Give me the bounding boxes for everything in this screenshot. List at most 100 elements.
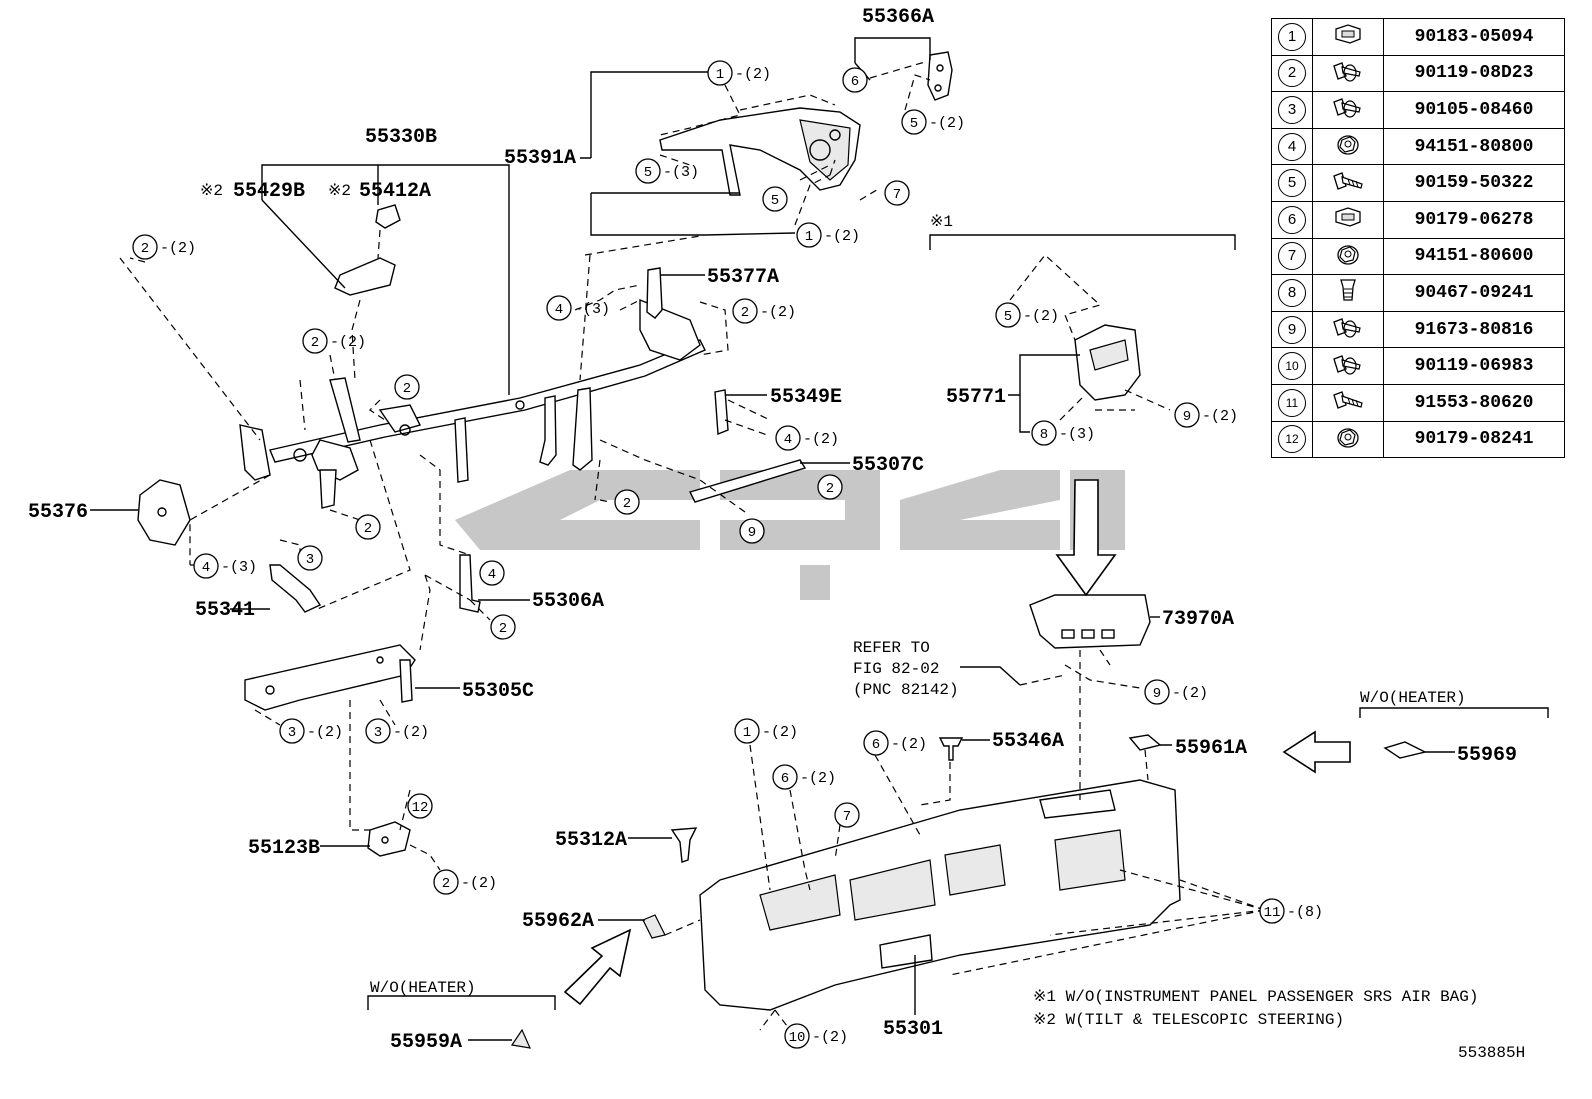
callout-circle — [995, 302, 1021, 328]
ref-mark-1: ※1 — [930, 213, 953, 231]
u-nut-icon — [1312, 200, 1384, 239]
notes: REFER TO FIG 82-02 (PNC 82142) W/O(HEATE… — [370, 639, 1525, 1062]
callout-number: 2 — [311, 335, 319, 351]
legend-part-number: 90105-08460 — [1383, 91, 1565, 129]
callout-circle — [365, 718, 391, 744]
legend-number-cell: 8 — [1271, 274, 1313, 312]
callout-circle — [834, 802, 860, 828]
stopper-55412A-drawing — [375, 204, 401, 229]
legend-number: 4 — [1278, 132, 1306, 161]
part-label-55301: 55301 — [883, 1018, 943, 1041]
callout-circle — [863, 730, 889, 756]
part-label-55312A: 55312A — [555, 829, 627, 852]
callout-2: 2 — [817, 474, 843, 500]
callout-12: 12 — [407, 793, 433, 819]
callout-number: 2 — [442, 876, 450, 892]
callout-quantity: -(2) — [812, 1029, 848, 1046]
callout-circle — [297, 545, 323, 571]
callout-circle — [302, 328, 328, 354]
legend-part-number: 91673-80816 — [1383, 310, 1565, 349]
brace-55341-drawing — [269, 564, 322, 613]
bolt-icon — [1312, 383, 1384, 422]
refer-note-line3: (PNC 82142) — [853, 681, 959, 699]
pad-55961A-drawing — [1128, 734, 1162, 751]
wo-heater-header-top: W/O(HEATER) — [1360, 689, 1466, 707]
callout-number: 5 — [910, 116, 918, 132]
part-label-55391A: 55391A — [504, 147, 576, 170]
callout-4: 4 -(3) — [546, 295, 610, 321]
callout-4: 4-(2) — [775, 425, 839, 451]
callout-number: 2 — [499, 621, 507, 637]
callout-number: 2 — [623, 496, 631, 512]
leader-lines — [90, 37, 1549, 1041]
part-label-55341: 55341 — [195, 599, 255, 622]
callout-number: 6 — [851, 74, 859, 90]
flange-bolt-icon — [1312, 54, 1384, 93]
callout-circle — [707, 60, 733, 86]
callout-5: 5-(3) — [635, 158, 699, 184]
callout-circle — [1174, 402, 1200, 428]
part-label-55307C: 55307C — [852, 454, 924, 477]
bolt-icon — [1312, 164, 1384, 202]
ref-mark-2b: ※2 — [328, 182, 351, 200]
callout-circle — [762, 186, 788, 212]
callout-quantity: -(2) — [307, 724, 343, 741]
callout-number: 9 — [1153, 686, 1161, 702]
callout-quantity: -(3) — [574, 301, 610, 318]
callout-6: 6 — [842, 67, 868, 93]
legend-part-number: 94151-80600 — [1383, 237, 1565, 276]
part-label-55771: 55771 — [946, 386, 1006, 409]
part-label-55123B: 55123B — [248, 837, 320, 860]
callout-number: 12 — [412, 800, 429, 816]
legend-number-cell: 4 — [1271, 127, 1313, 166]
brace-55305C-drawing — [244, 644, 416, 711]
callout-group: 1 -(2) 5 -(2) 6 5-(3) 5 7 1 -(2) 2 -(2) 2 -(2) 2 4 -(3) 2… — [132, 60, 1323, 1049]
legend-row: 3 90105-08460 — [1271, 91, 1565, 129]
callout-number: 4 — [555, 302, 563, 318]
part-label-55969: 55969 — [1457, 744, 1517, 767]
callout-number: 10 — [789, 1030, 806, 1046]
legend-row: 5 90159-50322 — [1271, 164, 1565, 202]
callout-number: 1 — [743, 725, 751, 741]
callout-quantity: -(2) — [800, 770, 836, 787]
callout-quantity: -(2) — [803, 431, 839, 448]
callout-number: 2 — [364, 521, 372, 537]
legend-number: 7 — [1278, 242, 1306, 271]
callout-number: 9 — [1183, 409, 1191, 425]
callout-3: 3-(2) — [279, 718, 343, 744]
legend-number: 2 — [1278, 59, 1306, 88]
legend-number: 6 — [1278, 205, 1306, 234]
brace-55307C-drawing — [688, 459, 807, 503]
clip-55312A-drawing — [670, 827, 698, 863]
callout-circle — [739, 518, 765, 544]
part-labels: 55366A 55330B ※2 55429B ※2 55412A 55391A… — [28, 6, 1517, 1054]
callout-circle — [132, 234, 158, 260]
callout-4: 4-(3) — [193, 553, 257, 579]
callout-number: 7 — [843, 809, 851, 825]
legend-part-number: 90159-50322 — [1383, 164, 1565, 202]
callout-number: 1 — [805, 229, 813, 245]
callout-circle — [796, 222, 822, 248]
part-label-55366A: 55366A — [862, 6, 934, 29]
callout-quantity: -(2) — [330, 334, 366, 351]
callout-1: 1 -(2) — [796, 222, 860, 248]
callout-number: 11 — [1264, 905, 1281, 921]
legend-number: 3 — [1278, 95, 1306, 124]
callout-quantity: -(2) — [393, 724, 429, 741]
callout-number: 4 — [488, 567, 496, 583]
callout-circle — [433, 869, 459, 895]
duct-55771-drawing — [1074, 324, 1141, 401]
callout-quantity: -(2) — [824, 228, 860, 245]
part-label-55429B: 55429B — [233, 180, 305, 203]
legend-number: 5 — [1278, 169, 1306, 198]
part-label-55330B: 55330B — [365, 126, 437, 149]
legend-part-number: 90183-05094 — [1383, 18, 1565, 56]
bracket-55376-drawing — [137, 479, 191, 546]
